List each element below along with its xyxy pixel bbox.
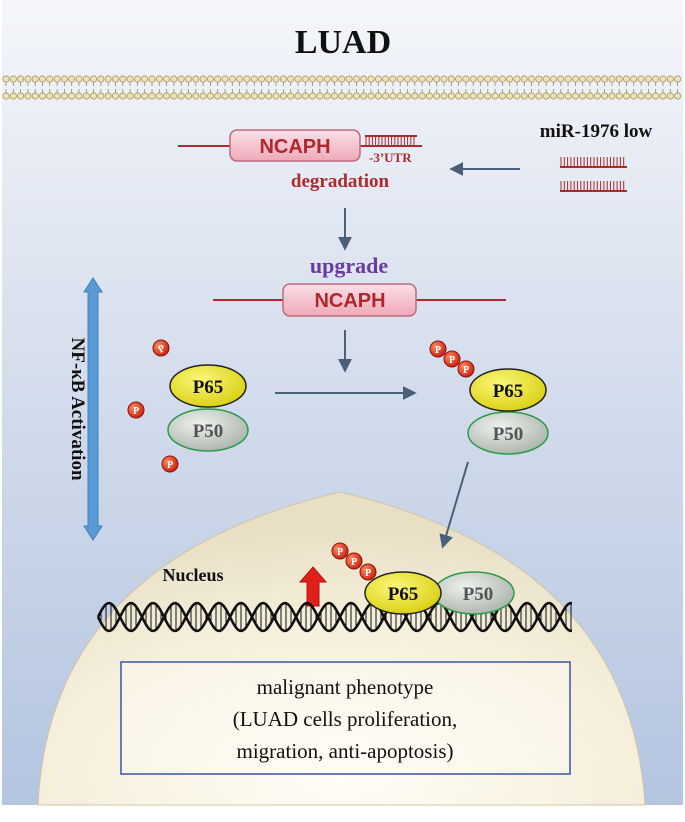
- left-p65-label: P65: [193, 377, 224, 398]
- nuclear-p65: [364, 571, 442, 615]
- upgrade-label: upgrade: [310, 253, 388, 278]
- phenotype-line-3: migration, anti-apoptosis): [237, 739, 454, 763]
- nuclear-nfkb-complex: P50 P65 P P P: [331, 542, 515, 615]
- free-phospho-2: P: [127, 401, 145, 419]
- svg-text:P: P: [133, 406, 139, 417]
- top-ncaph-label: NCAPH: [259, 136, 330, 158]
- svg-text:P: P: [435, 345, 441, 356]
- nuclear-phospho-chain: P P P: [331, 542, 377, 581]
- phenotype-line-2: (LUAD cells proliferation,: [233, 707, 458, 731]
- free-phospho-1: P: [152, 339, 170, 357]
- svg-text:P: P: [365, 568, 371, 579]
- right-p65-label: P65: [493, 381, 524, 402]
- nucleus: [37, 491, 646, 806]
- top-ncaph-gene: NCAPH -3’UTR degradation: [178, 129, 422, 192]
- diagram-title: LUAD: [295, 24, 391, 61]
- mirna-label: miR-1976 low: [540, 121, 653, 142]
- right-p65: [469, 368, 547, 412]
- svg-text:P: P: [337, 547, 343, 558]
- nuclear-p65-label: P65: [388, 584, 419, 605]
- svg-text:P: P: [463, 365, 469, 376]
- left-p50: [167, 408, 249, 452]
- nuclear-p50-label: P50: [463, 584, 494, 605]
- right-p50: [467, 411, 549, 455]
- svg-text:P: P: [449, 355, 455, 366]
- utr-binding-sites: [365, 135, 422, 147]
- mirna-strands: [560, 157, 627, 192]
- mid-ncaph-gene: NCAPH: [213, 283, 506, 317]
- left-p50-label: P50: [193, 421, 224, 442]
- left-p65: [169, 364, 247, 408]
- right-nfkb-complex: P50 P65 P P P: [429, 340, 549, 455]
- phenotype-box: [120, 661, 571, 775]
- svg-text:P: P: [156, 343, 167, 356]
- utr-label: -3’UTR: [369, 150, 412, 165]
- mid-ncaph-box: [282, 283, 417, 317]
- phenotype-line-1: malignant phenotype: [257, 675, 434, 699]
- top-ncaph-box: [229, 129, 361, 162]
- cell-membrane: [2, 75, 682, 100]
- free-phospho-3: P: [161, 455, 179, 473]
- nfkb-activation-label: NF-κB Activation: [67, 337, 88, 480]
- mid-ncaph-label: NCAPH: [314, 290, 385, 312]
- degradation-label: degradation: [291, 171, 390, 192]
- left-nfkb-complex: P50 P65: [167, 364, 249, 452]
- svg-text:P: P: [167, 460, 173, 471]
- nfkb-activation-arrow: [83, 277, 103, 541]
- right-phospho-chain: P P P: [429, 340, 475, 378]
- nucleus-label: Nucleus: [162, 565, 223, 585]
- translocation-arrow: [439, 461, 469, 549]
- right-p50-label: P50: [493, 424, 524, 445]
- svg-text:P: P: [351, 557, 357, 568]
